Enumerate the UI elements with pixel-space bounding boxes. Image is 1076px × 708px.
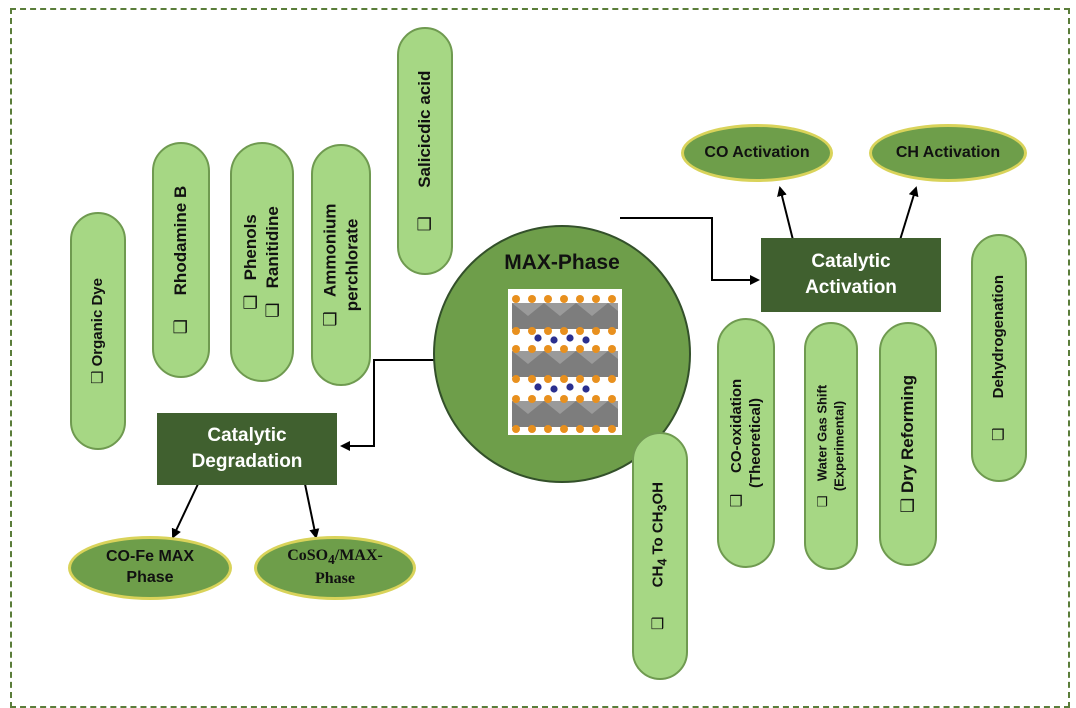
- pill-co-oxidation: ❑ CO-oxidation (Theoretical): [717, 318, 775, 568]
- checkbox-icon: ❑: [240, 294, 261, 310]
- box-line: Degradation: [191, 451, 303, 472]
- arrow-to-co-activation: [777, 186, 794, 241]
- arrow-to-degradation: [340, 359, 436, 451]
- pollutant-label: Rhodamine B: [170, 185, 190, 296]
- pill-rhodamine-b: ❑ Rhodamine B: [152, 142, 210, 378]
- checkbox-icon: ❑: [815, 495, 831, 508]
- box-line: Catalytic: [207, 425, 287, 447]
- checkbox-icon: ❑: [989, 427, 1008, 441]
- crystal-atoms-blue: [534, 334, 590, 393]
- pill-dry-reforming: ❑ Dry Reforming: [879, 322, 937, 566]
- target-label: CH Activation: [895, 143, 1001, 161]
- reaction-label: CO-oxidation: [727, 378, 745, 473]
- arrow-to-coso4: [304, 483, 320, 539]
- checkbox-icon: ❑: [88, 370, 107, 384]
- checkbox-icon: ❑: [648, 616, 667, 630]
- checkbox-icon: ❑: [320, 311, 341, 327]
- pollutant-label: perchlorate: [342, 218, 362, 312]
- reaction-label: Dehydrogenation: [990, 275, 1008, 399]
- reaction-label: Dry Reforming: [897, 374, 917, 494]
- box-line: Catalytic: [811, 251, 891, 273]
- pill-ch4-to-ch3oh: ❑ CH4 To CH3OH: [632, 432, 688, 680]
- reaction-label: CH4 To CH3OH: [649, 482, 670, 588]
- pill-organic-dye: ❑ Organic Dye: [70, 212, 126, 450]
- crystal-structure-image: [508, 289, 622, 435]
- crystal-layer-2: [512, 351, 618, 377]
- catalytic-activation-box: Catalytic Activation: [761, 238, 941, 312]
- max-phase-title: MAX-Phase: [504, 251, 620, 274]
- pill-dehydrogenation: ❑ Dehydrogenation: [971, 234, 1027, 482]
- catalytic-degradation-box: Catalytic Degradation: [157, 413, 337, 485]
- target-label: CO Activation: [704, 143, 810, 161]
- pollutant-label: Ammonium: [320, 203, 340, 298]
- pollutant-label: Salicicdic acid: [414, 70, 434, 188]
- ellipse-ch-activation: CH Activation: [869, 124, 1027, 182]
- pollutant-label: Phenols: [240, 214, 260, 281]
- checkbox-icon: ❑: [263, 302, 283, 318]
- crystal-layer-3: [512, 401, 618, 427]
- pill-salicicdic-acid: ❑ Salicicdic acid: [397, 27, 453, 275]
- pollutant-label: Ranitidine: [263, 206, 282, 289]
- pill-ammonium-perchlorate: ❑ Ammonium perchlorate: [311, 144, 371, 386]
- reaction-label: (Experimental): [831, 400, 847, 492]
- arrow-to-cofe: [171, 483, 199, 539]
- ellipse-co-activation: CO Activation: [681, 124, 833, 182]
- box-line: Activation: [805, 277, 897, 298]
- reaction-label: (Theoretical): [746, 398, 764, 489]
- ellipse-coso4-max-phase: CoSO4/MAX- Phase: [254, 536, 416, 600]
- pill-phenols-ranitidine: ❑ Phenols ❑ Ranitidine: [230, 142, 294, 382]
- ellipse-co-fe-max-phase: CO-Fe MAX Phase: [68, 536, 232, 600]
- checkbox-icon: ❑: [897, 497, 918, 514]
- catalyst-label: Phase: [315, 569, 355, 587]
- checkbox-icon: ❑: [414, 216, 435, 232]
- catalyst-label: CO-Fe MAX: [106, 548, 194, 566]
- arrow-to-ch-activation: [899, 186, 919, 241]
- reaction-label: Water Gas Shift: [814, 384, 830, 482]
- arrow-to-activation: [620, 217, 760, 285]
- pill-water-gas-shift: ❑ Water Gas Shift (Experimental): [804, 322, 858, 570]
- crystal-atoms-orange: [512, 295, 616, 433]
- checkbox-icon: ❑: [170, 318, 191, 335]
- catalyst-label: Phase: [126, 569, 174, 586]
- crystal-layer-1: [512, 303, 618, 329]
- pollutant-label: Organic Dye: [89, 278, 107, 367]
- catalyst-label: CoSO4/MAX-: [287, 547, 383, 568]
- checkbox-icon: ❑: [726, 493, 745, 508]
